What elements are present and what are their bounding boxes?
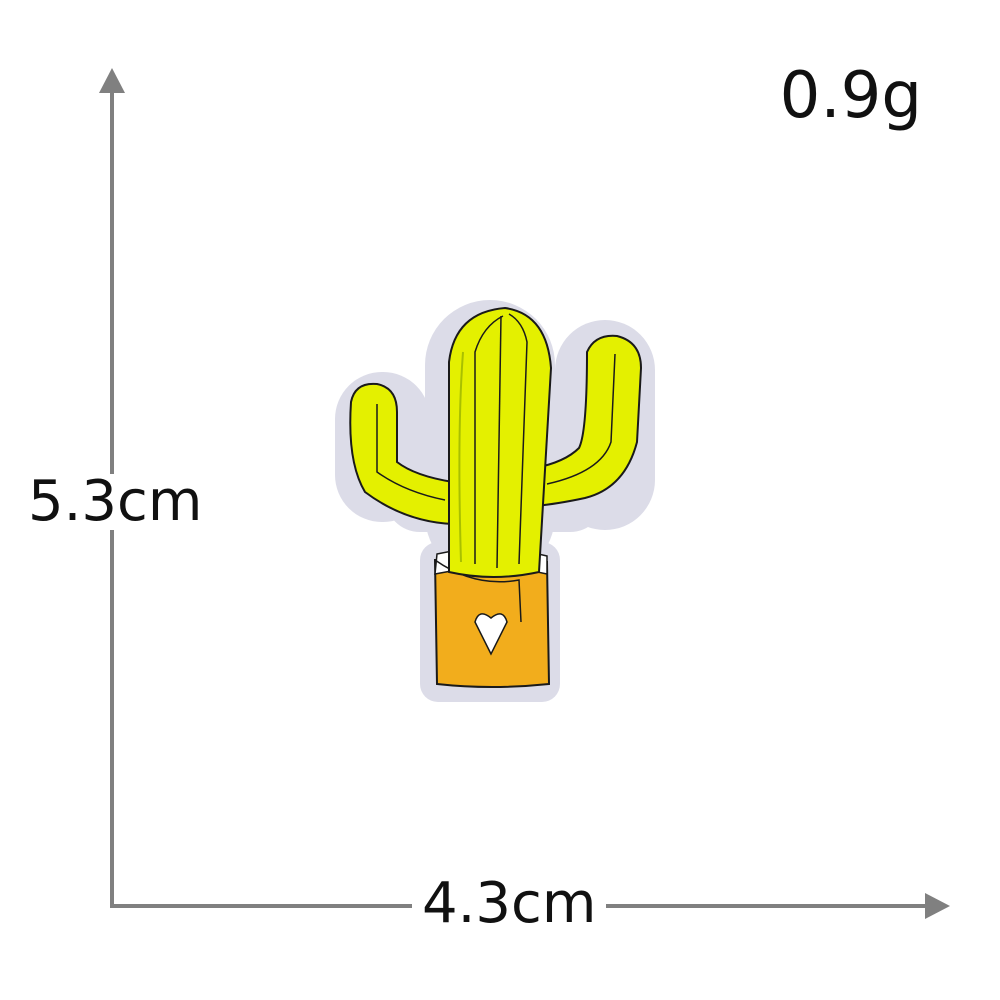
cactus-patch [335, 300, 655, 702]
cactus-right-arm [534, 334, 643, 508]
width-label: 4.3cm [412, 876, 607, 932]
cactus-left-arm [349, 382, 454, 526]
height-label: 5.3cm [28, 469, 203, 534]
heart-icon [474, 613, 508, 656]
weight-label: 0.9g [779, 59, 922, 133]
cactus-trunk [448, 306, 553, 578]
